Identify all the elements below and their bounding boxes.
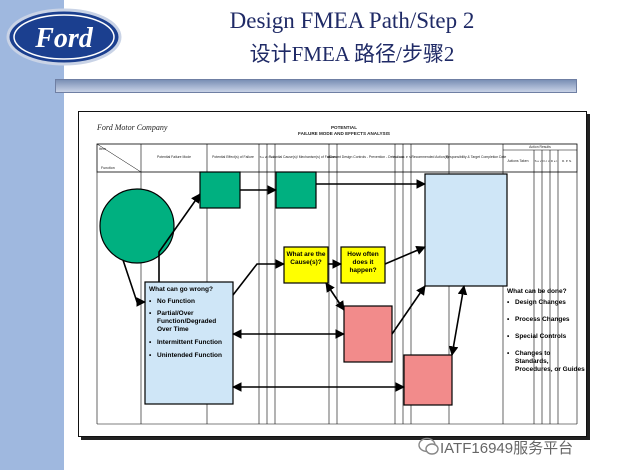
cause-callout bbox=[283, 246, 329, 284]
wrong-item-text: Unintended Function bbox=[157, 352, 222, 359]
col-rpn2: R. P. N. bbox=[562, 159, 572, 163]
col-det2: D e t bbox=[551, 159, 558, 163]
what-can-go-wrong-title: What can go wrong? bbox=[149, 286, 213, 293]
arrow-wrong-to-effect bbox=[158, 193, 201, 282]
occurrence-callout bbox=[340, 246, 386, 284]
wrong-item: •Unintended Function bbox=[149, 352, 222, 359]
fmea-form: Ford Motor Company POTENTIAL FAILURE MOD… bbox=[78, 111, 587, 437]
what-can-go-wrong-content: What can go wrong? •No Function •Partial… bbox=[149, 286, 231, 360]
watermark-text: IATF16949服务平台 bbox=[440, 440, 574, 457]
page-title: Design FMEA Path/Step 2 bbox=[229, 8, 475, 33]
col-class: C l a s s bbox=[266, 155, 277, 159]
col-sev2: S e v bbox=[535, 159, 542, 163]
col-action-results: Action Results bbox=[529, 145, 551, 149]
occurrence-callout-text: How often does it happen? bbox=[347, 251, 379, 274]
arrow-done-to-result bbox=[448, 285, 468, 356]
col-sev: S e v bbox=[260, 155, 267, 159]
arrow-occurrence-to-done bbox=[384, 245, 426, 265]
wrong-item-text: Partial/Over Function/Degraded Over Time bbox=[157, 310, 217, 333]
done-item-text: Special Controls bbox=[515, 333, 567, 340]
col-controls: Current Design Controls - Prevention - D… bbox=[330, 155, 403, 159]
corner-function: Function bbox=[101, 166, 115, 170]
done-item-text: Process Changes bbox=[515, 316, 570, 323]
what-can-be-done-box bbox=[424, 173, 508, 287]
ford-logo: Ford bbox=[6, 8, 122, 66]
done-item: •Changes to Standards, Procedures, or Gu… bbox=[507, 350, 585, 373]
arrow-control-to-done bbox=[391, 285, 426, 335]
what-can-be-done-content: What can be done? •Design Changes •Proce… bbox=[507, 288, 585, 374]
col-failure-mode: Potential Failure Mode bbox=[157, 155, 191, 159]
col-occur: O c c u r bbox=[327, 155, 338, 159]
done-item: •Process Changes bbox=[507, 316, 570, 323]
done-item-text: Design Changes bbox=[515, 299, 566, 306]
col-rpn: R. P. N. bbox=[402, 155, 412, 159]
col-recommended: Recommended Action(s) bbox=[411, 155, 448, 159]
page-subtitle: 设计FMEA 路径/步骤2 bbox=[249, 42, 455, 66]
col-causes: Potential Cause(s)/ Mechanism(s) of Fail… bbox=[269, 155, 335, 159]
what-can-be-done-title: What can be done? bbox=[507, 288, 567, 295]
done-item: •Design Changes bbox=[507, 299, 566, 306]
logo-text: Ford bbox=[34, 23, 94, 54]
form-heading-2: FAILURE MODE AND EFFECTS ANALYSIS bbox=[298, 131, 390, 136]
col-actions-taken: Actions Taken bbox=[507, 159, 528, 163]
what-can-go-wrong-box bbox=[144, 281, 234, 405]
done-item: •Special Controls bbox=[507, 333, 567, 340]
wrong-item: •Intermittent Function bbox=[149, 339, 222, 346]
arrow-wrong-to-cause-callout bbox=[232, 259, 285, 296]
wrong-item-text: Intermittent Function bbox=[157, 339, 222, 346]
col-detec: D e t e c bbox=[393, 155, 405, 159]
cause-square bbox=[275, 171, 317, 209]
result-square bbox=[403, 354, 453, 406]
function-circle bbox=[99, 188, 175, 264]
divider-bar bbox=[55, 79, 577, 93]
cause-callout-text: What are the Cause(s)? bbox=[286, 251, 326, 266]
wrong-item: •Partial/Over Function/Degraded Over Tim… bbox=[149, 310, 231, 334]
wechat-icon bbox=[418, 437, 439, 455]
arrow-cause-to-control bbox=[325, 282, 345, 311]
corner-item: Item bbox=[99, 147, 106, 151]
done-item-text: Changes to Standards, Procedures, or Gui… bbox=[515, 350, 585, 373]
form-heading-1: POTENTIAL bbox=[331, 125, 357, 130]
wrong-item: •No Function bbox=[149, 298, 195, 305]
company-name: Ford Motor Company bbox=[96, 123, 168, 132]
header-band bbox=[64, 0, 640, 68]
col-responsibility: Responsibility & Target Completion Date bbox=[446, 155, 507, 159]
arrow-function-to-wrong bbox=[122, 259, 146, 307]
control-square bbox=[343, 305, 393, 363]
col-occ2: O c c bbox=[542, 159, 550, 163]
wrong-item-text: No Function bbox=[157, 298, 195, 305]
col-effects: Potential Effect(s) of Failure bbox=[212, 155, 254, 159]
effect-square bbox=[199, 171, 241, 209]
sidebar-band bbox=[0, 0, 64, 470]
